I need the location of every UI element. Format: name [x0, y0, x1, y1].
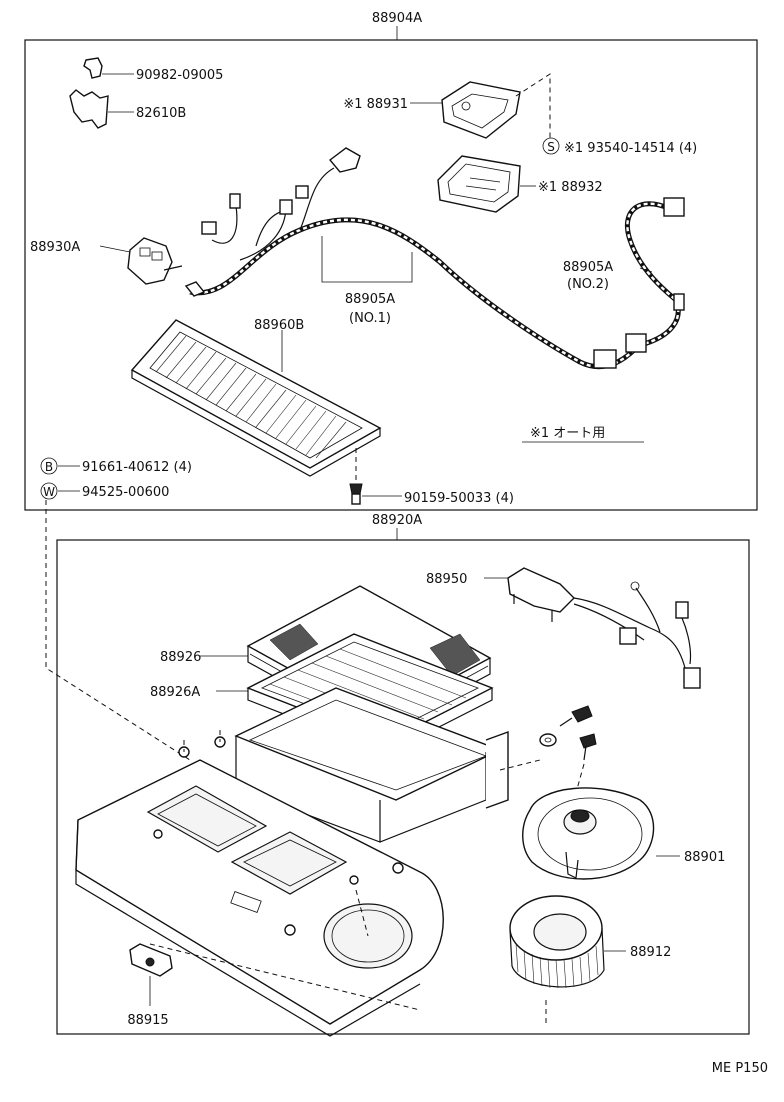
washer-and-screws	[539, 705, 597, 801]
harness-end-plug	[184, 281, 206, 297]
harness-connector-e	[295, 185, 309, 199]
case-opening-right	[230, 831, 348, 895]
clip-icon	[83, 57, 103, 79]
part-label-82610B: 82610B	[136, 106, 186, 121]
sensor-tray-icon	[437, 155, 521, 213]
symbol-w-circle	[40, 482, 58, 500]
clip-90982-09005: 90982-09005	[83, 57, 223, 83]
screw-lower-icon	[579, 733, 597, 749]
part-label-90159-50033: 90159-50033 (4)	[404, 491, 514, 506]
part-label-88905A-no1-sub: (NO.1)	[349, 311, 391, 326]
sensor-tray-88932: ※1 88932	[437, 155, 603, 213]
part-label-88926A: 88926A	[150, 685, 200, 700]
symbol-s: S	[547, 140, 555, 154]
harness-connector-f	[593, 349, 617, 369]
screw-93540-14514: S ※1 93540-14514 (4)	[542, 137, 697, 156]
part-label-88926: 88926	[160, 650, 201, 665]
symbol-b-circle	[40, 457, 58, 475]
symbol-s-circle	[542, 137, 560, 155]
page-code: ME P150	[712, 1061, 768, 1076]
amplifier-housing-icon	[441, 81, 521, 139]
filter-88960B: 88960B	[130, 318, 382, 477]
connector-88930A: 88930A	[30, 237, 183, 285]
wire-harness-no2: 88905A (NO.2)	[563, 197, 685, 353]
washer-icon	[539, 733, 557, 747]
note-text: ※1 オート用	[530, 426, 605, 441]
symbol-w: W	[43, 485, 55, 499]
note-auto: ※1 オート用	[522, 426, 644, 443]
filter-case	[234, 687, 509, 843]
part-label-88905A-no2-sub: (NO.2)	[567, 277, 609, 292]
part-label-88930A: 88930A	[30, 240, 80, 255]
screw-90159-50033: 90159-50033 (4)	[349, 448, 514, 506]
blower-case	[75, 736, 444, 1037]
wire-harness-no1: 88905A (NO.1)	[184, 147, 642, 370]
harness-88950-connector-b	[619, 627, 637, 645]
harness-connector-b	[229, 193, 241, 209]
blower-case-icon	[75, 759, 444, 1025]
bracket-icon	[69, 89, 109, 129]
harness-no2-connector-bottom	[625, 333, 647, 353]
symbol-b: B	[45, 460, 53, 474]
upper-assembly-frame	[24, 39, 758, 511]
upper-assembly-label: 88904A	[372, 11, 422, 26]
harness-connector-d	[328, 147, 361, 173]
blower-motor-88901: 88901	[522, 787, 725, 880]
harness-connector-a	[201, 221, 217, 235]
part-label-90982-09005: 90982-09005	[136, 68, 223, 83]
part-label-88901: 88901	[684, 850, 725, 865]
amplifier-88931: ※1 88931	[343, 81, 521, 139]
filter-hatch	[155, 335, 347, 459]
upper-assembly: 88904A	[24, 11, 758, 511]
harness-88950-connector-c	[683, 667, 701, 689]
sensor-88915: 88915	[127, 943, 173, 1028]
screw-leader-dashed	[515, 73, 551, 138]
fan-88912: 88912	[509, 895, 671, 989]
screw-upper-icon	[571, 705, 593, 723]
part-label-88905A-no1: 88905A	[345, 292, 395, 307]
lower-assembly: 88920A	[56, 513, 750, 1035]
case-opening-left	[146, 785, 268, 853]
part-label-88932: ※1 88932	[538, 180, 603, 195]
harness-no2-connector-top	[663, 197, 685, 217]
part-label-91661-40612: 91661-40612 (4)	[82, 460, 192, 475]
harness-no1-bracket-leader	[321, 236, 413, 283]
lower-assembly-label: 88920A	[372, 513, 422, 528]
harness-no2-cable	[624, 201, 681, 347]
part-label-88915: 88915	[127, 1013, 168, 1028]
screw-icon	[349, 483, 363, 495]
fastener-leader-dashed	[45, 500, 191, 761]
filter-88926-mesh	[269, 623, 481, 677]
bracket-82610B: 82610B	[69, 89, 186, 129]
part-label-88931: ※1 88931	[343, 97, 408, 112]
harness-bracket-icon	[507, 567, 575, 613]
harness-88950: 88950	[426, 567, 701, 689]
lower-assembly-frame	[56, 539, 750, 1035]
connector-icon	[127, 237, 173, 285]
part-label-88950: 88950	[426, 572, 467, 587]
part-label-88905A-no2: 88905A	[563, 260, 613, 275]
motor-housing-icon	[522, 787, 655, 880]
case-leader-dashed	[499, 759, 541, 771]
harness-connector-c	[279, 199, 293, 215]
fastener-legend: B 91661-40612 (4) W 94525-00600	[40, 457, 192, 500]
part-label-94525-00600: 94525-00600	[82, 485, 169, 500]
part-label-88912: 88912	[630, 945, 671, 960]
harness-88950-connector-a	[675, 601, 689, 619]
fan-blades	[515, 943, 599, 989]
part-label-93540-14514: ※1 93540-14514 (4)	[564, 141, 697, 156]
part-label-88960B: 88960B	[254, 318, 304, 333]
